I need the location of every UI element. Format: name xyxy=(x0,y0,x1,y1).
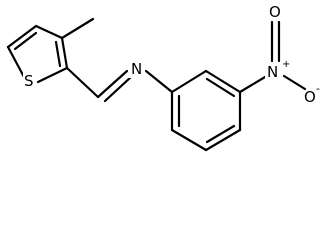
bond-b4-b5 xyxy=(204,128,242,152)
nitro-nitrogen-label: N xyxy=(267,63,278,81)
bond-c3-c2 xyxy=(60,36,69,70)
nitro-oxygen-top-label: O xyxy=(269,3,281,21)
bond-c2-ch xyxy=(65,66,100,99)
sulfur-label: S xyxy=(24,72,34,90)
bond-ch-n xyxy=(96,69,129,99)
bond-nitro-o-right xyxy=(282,74,307,91)
nitro-oxygen-right-label: O xyxy=(304,88,316,106)
bond-methyl xyxy=(60,17,95,40)
bond-s-c5 xyxy=(6,45,26,79)
bond-c5-c4 xyxy=(6,24,38,49)
bond-b2-b3 xyxy=(204,69,242,94)
benzene-ring xyxy=(170,69,242,152)
nitro-nitrogen-label-bg xyxy=(265,62,283,80)
bond-b1-b2 xyxy=(170,69,208,94)
imine-nitrogen-label-bg xyxy=(128,60,145,78)
bond-b2-b3-inner xyxy=(205,77,236,98)
bond-ring-nitro xyxy=(238,75,267,94)
nitro-positive-charge: + xyxy=(282,59,290,70)
bond-n-aryl xyxy=(144,69,174,94)
imine-linker xyxy=(65,66,174,103)
bond-b4-b5-inner xyxy=(205,124,236,144)
bond-c3-c2-inner xyxy=(54,40,62,68)
bond-b5-b6 xyxy=(170,128,208,152)
imine-nitrogen-label: N xyxy=(131,60,142,78)
bond-c4-c3 xyxy=(34,24,64,40)
bond-c5-c4-inner xyxy=(13,31,38,51)
nitro-oxygen-negative-charge: - xyxy=(316,82,320,95)
nitro-group xyxy=(238,20,307,94)
bond-ch-n-double xyxy=(103,75,133,103)
sulfur-label-bg xyxy=(23,71,37,89)
chemical-structure: S N N + O O - xyxy=(6,3,320,152)
bond-c2-s xyxy=(36,66,69,84)
thiophene-ring xyxy=(6,24,69,84)
